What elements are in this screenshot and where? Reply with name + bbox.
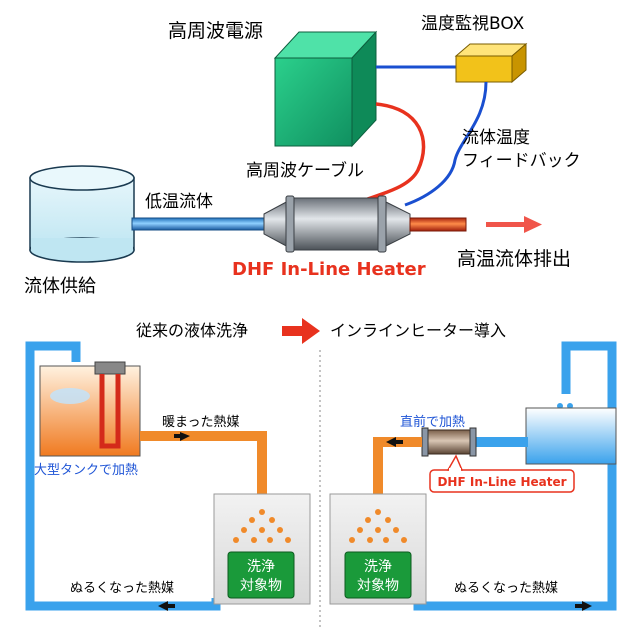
heater-callout-label: DHF In-Line Heater — [437, 475, 566, 489]
fluid-supply-label: 流体供給 — [24, 276, 96, 297]
cool-pipe — [470, 437, 528, 447]
power-supply-label: 高周波電源 — [168, 20, 263, 42]
outlet-label: 高温流体排出 — [457, 248, 571, 270]
power-supply-icon — [273, 30, 378, 148]
inline-intro-title: インラインヒーター導入 — [330, 321, 506, 340]
heater-callout — [429, 454, 575, 493]
inline-panel: 直前で加熱 DHF In-Line Heater 洗浄 対象物 ぬ — [329, 341, 617, 611]
bottom-comparison: 従来の液体洗浄 インラインヒーター導入 — [25, 318, 617, 628]
wash-object-right-2: 対象物 — [357, 578, 399, 594]
wash-object-right — [344, 551, 412, 599]
spray-drops-left-icon — [233, 509, 291, 543]
feedback-label-2: フィードバック — [462, 151, 581, 171]
cooled-medium-left-label: ぬるくなった熱媒 — [70, 581, 174, 596]
small-inline-heater-icon — [421, 427, 477, 457]
wash-object-right-1: 洗浄 — [364, 559, 392, 575]
temp-monitor-box-icon — [454, 42, 528, 84]
outlet-arrow-icon — [486, 216, 542, 233]
big-tank-heating-label: 大型タンクで加熱 — [34, 463, 138, 478]
big-tank — [39, 365, 141, 457]
hot-pipe-right — [373, 437, 422, 504]
heat-just-before-label: 直前で加熱 — [400, 414, 465, 430]
spray-drops-right-icon — [349, 509, 407, 543]
warmed-medium-label: 暖まった熱媒 — [162, 415, 239, 430]
feedback-wire — [404, 81, 488, 207]
small-tank — [525, 407, 617, 465]
conventional-panel: 暖まった熱媒 大型タンクで加熱 洗浄 対象物 ぬるくなった熱媒 — [25, 341, 311, 611]
wash-object-left-2: 対象物 — [240, 578, 282, 594]
top-system-diagram: 高周波電源 温度監視BOX 流体温度 フィードバック 高周波ケーブル 流体供給 … — [24, 14, 581, 297]
wash-object-left-1: 洗浄 — [247, 559, 275, 575]
feedback-label-1: 流体温度 — [462, 128, 530, 148]
cooled-medium-right-label: ぬるくなった熱媒 — [454, 581, 558, 596]
inline-heater-icon — [263, 195, 411, 253]
low-temp-pipe — [131, 217, 267, 231]
hot-outlet-pipe — [409, 217, 467, 232]
transition-arrow-icon — [282, 318, 320, 344]
low-temp-label: 低温流体 — [145, 192, 213, 212]
fluid-tank-icon — [29, 165, 135, 263]
heater-label: DHF In-Line Heater — [232, 259, 426, 280]
wash-object-left — [227, 551, 295, 599]
right-return-pipe — [413, 341, 617, 611]
immersion-heater-icon — [94, 361, 126, 449]
conventional-title: 従来の液体洗浄 — [136, 321, 248, 340]
temp-box-label: 温度監視BOX — [421, 14, 525, 34]
cable-label: 高周波ケーブル — [246, 160, 364, 181]
